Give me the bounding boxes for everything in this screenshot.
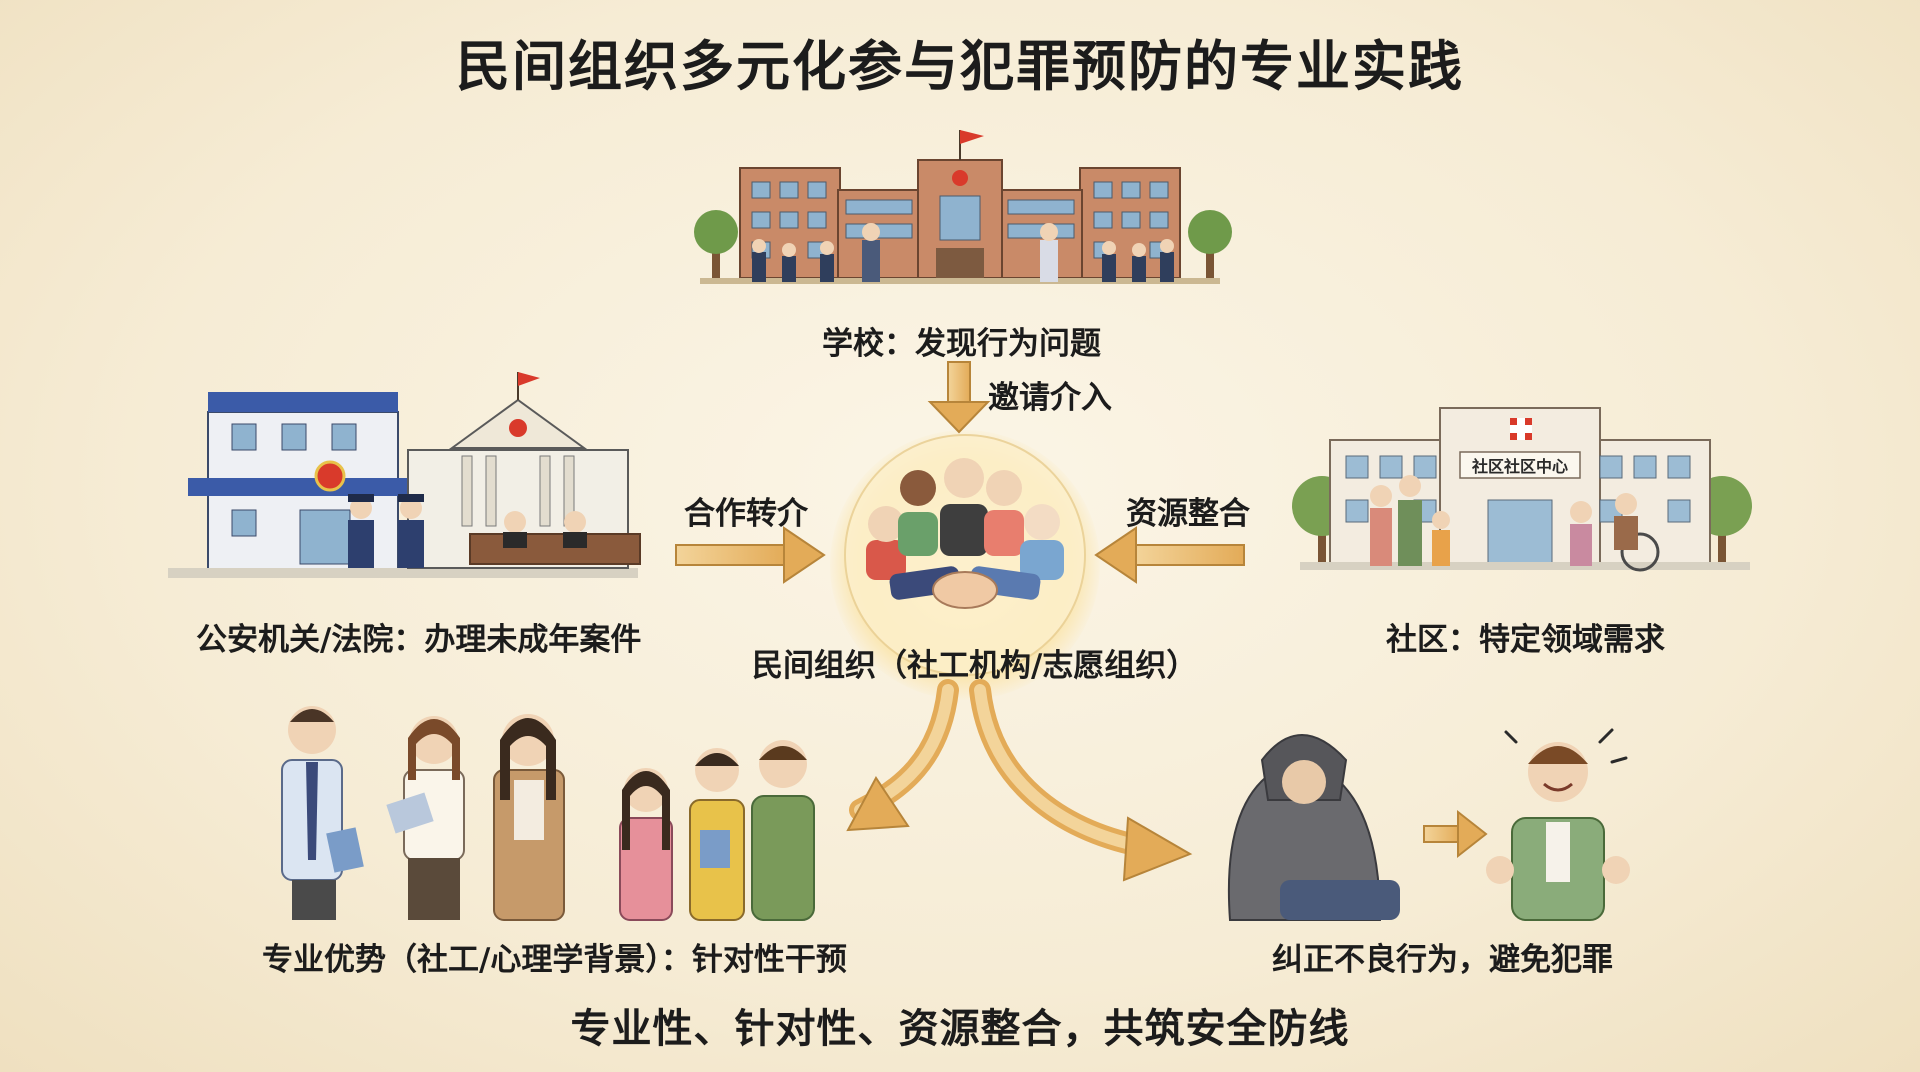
arrow-police-to-center (675, 526, 826, 584)
arrow-community-to-center (1094, 526, 1245, 584)
school-label: 学校：发现行为问题 (822, 326, 1101, 362)
arrow-center-to-expertise (846, 679, 959, 832)
center-org-label: 民间组织（社工机构/志愿组织） (752, 648, 1198, 684)
handshake-icon (889, 566, 1041, 609)
footer-slogan: 专业性、针对性、资源整合，共筑安全防线 (570, 1006, 1350, 1052)
referral-arrow-label: 合作转介 (684, 496, 808, 532)
police-court-label: 公安机关/法院：办理未成年案件 (196, 622, 642, 658)
arrow-center-to-outcome (969, 679, 1193, 882)
invite-arrow-label: 邀请介入 (988, 380, 1112, 416)
resource-arrow-label: 资源整合 (1126, 496, 1250, 532)
arrow-school-to-center (927, 361, 991, 434)
professionals-illustration (281, 706, 815, 921)
school-illustration (694, 130, 1232, 284)
tree-icon (694, 210, 1232, 280)
diagram-title: 民间组织多元化参与犯罪预防的专业实践 (456, 35, 1464, 98)
expertise-label: 专业优势（社工/心理学背景）：针对性干预 (262, 942, 847, 978)
organization-illustration (844, 434, 1086, 676)
community-illustration: 社区社区中心 (1292, 407, 1752, 572)
community-sign: 社区社区中心 (1471, 457, 1568, 476)
students-group (752, 223, 1174, 282)
transformation-illustration (1227, 728, 1630, 921)
police-court-illustration (168, 372, 641, 578)
family-group (1370, 475, 1450, 566)
police-officers (348, 494, 424, 568)
community-label: 社区：特定领域需求 (1386, 622, 1665, 658)
outcome-label: 纠正不良行为，避免犯罪 (1272, 942, 1613, 978)
elderly-group (1570, 493, 1660, 572)
